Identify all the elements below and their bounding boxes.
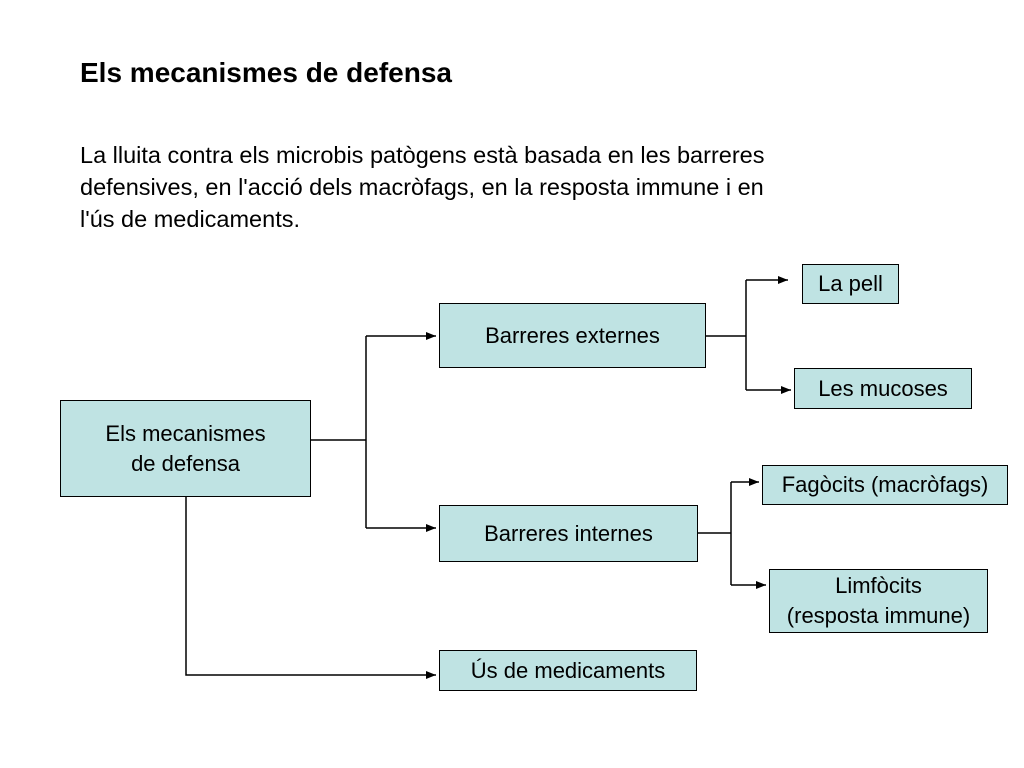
arrow-to-medicaments (185, 497, 436, 679)
root-node-line: Els mecanismes (105, 420, 266, 446)
node-label: Les mucoses (818, 375, 948, 401)
intro-line: La lluita contra els microbis patògens e… (80, 142, 765, 168)
root-node-line: de defensa (131, 450, 240, 476)
node-label-line: Limfòcits (835, 573, 922, 598)
node-les-mucoses: Les mucoses (794, 368, 972, 409)
node-fagocits: Fagòcits (macròfags) (762, 465, 1008, 505)
node-barreres-internes: Barreres internes (439, 505, 698, 562)
node-us-de-medicaments: Ús de medicaments (439, 650, 697, 691)
intro-paragraph: La lluita contra els microbis patògens e… (80, 139, 960, 235)
intro-line: l'ús de medicaments. (80, 206, 301, 232)
node-label: Fagòcits (macròfags) (781, 472, 989, 497)
node-label: Ús de medicaments (470, 657, 666, 683)
intro-line: defensives, en l'acció dels macròfags, e… (80, 174, 764, 200)
node-label-line: (resposta immune) (786, 603, 971, 628)
slide-title: Els mecanismes de defensa (80, 57, 452, 88)
connector-internes-trunk (698, 482, 732, 585)
node-la-pell: La pell (802, 264, 899, 304)
node-barreres-externes: Barreres externes (439, 303, 706, 368)
node-limfocits: Limfòcits (resposta immune) (769, 569, 988, 633)
connector-externes-trunk (706, 280, 747, 390)
node-label: La pell (818, 271, 883, 296)
connector-root-trunk (311, 336, 367, 528)
root-node-mecanismes: Els mecanismes de defensa (60, 400, 311, 497)
node-label: Barreres externes (485, 322, 660, 348)
node-label: Barreres internes (484, 520, 653, 546)
